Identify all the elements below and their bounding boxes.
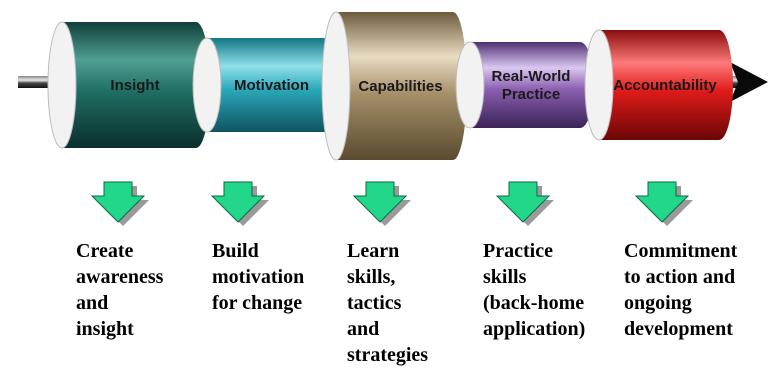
arrowhead-icon [730,62,768,102]
cylinder-insight: Insight [47,21,210,149]
stage-description-capabilities: Learn skills, tactics and strategies [347,240,429,366]
cylinder-label-capabilities: Capabilities [358,78,442,95]
cylinder-label-insight: Insight [110,77,159,94]
stage-description-practice: Practice skills (back-home application) [483,240,586,340]
cylinder-label-accountability: Accountability [613,77,717,94]
stage-description-accountability: Commitment to action and ongoing develop… [624,240,738,340]
stage-description-insight: Create awareness and insight [76,240,164,340]
down-arrow-icon [210,181,266,223]
stage-description-motivation: Build motivation for change [212,240,305,314]
down-arrow-icon [352,181,408,223]
cylinder-capabilities: Capabilities [321,11,467,161]
cylinder-label-motivation: Motivation [234,77,309,94]
down-arrow-icon [90,181,146,223]
cylinder-label-practice: Practice [502,86,560,103]
cylinder-motivation: Motivation [192,37,338,133]
down-arrow-icon [634,181,690,223]
down-arrow-icon [495,181,551,223]
cylinder-accountability: Accountability [584,29,733,141]
cylinder-label-practice: Real-World [492,68,571,85]
